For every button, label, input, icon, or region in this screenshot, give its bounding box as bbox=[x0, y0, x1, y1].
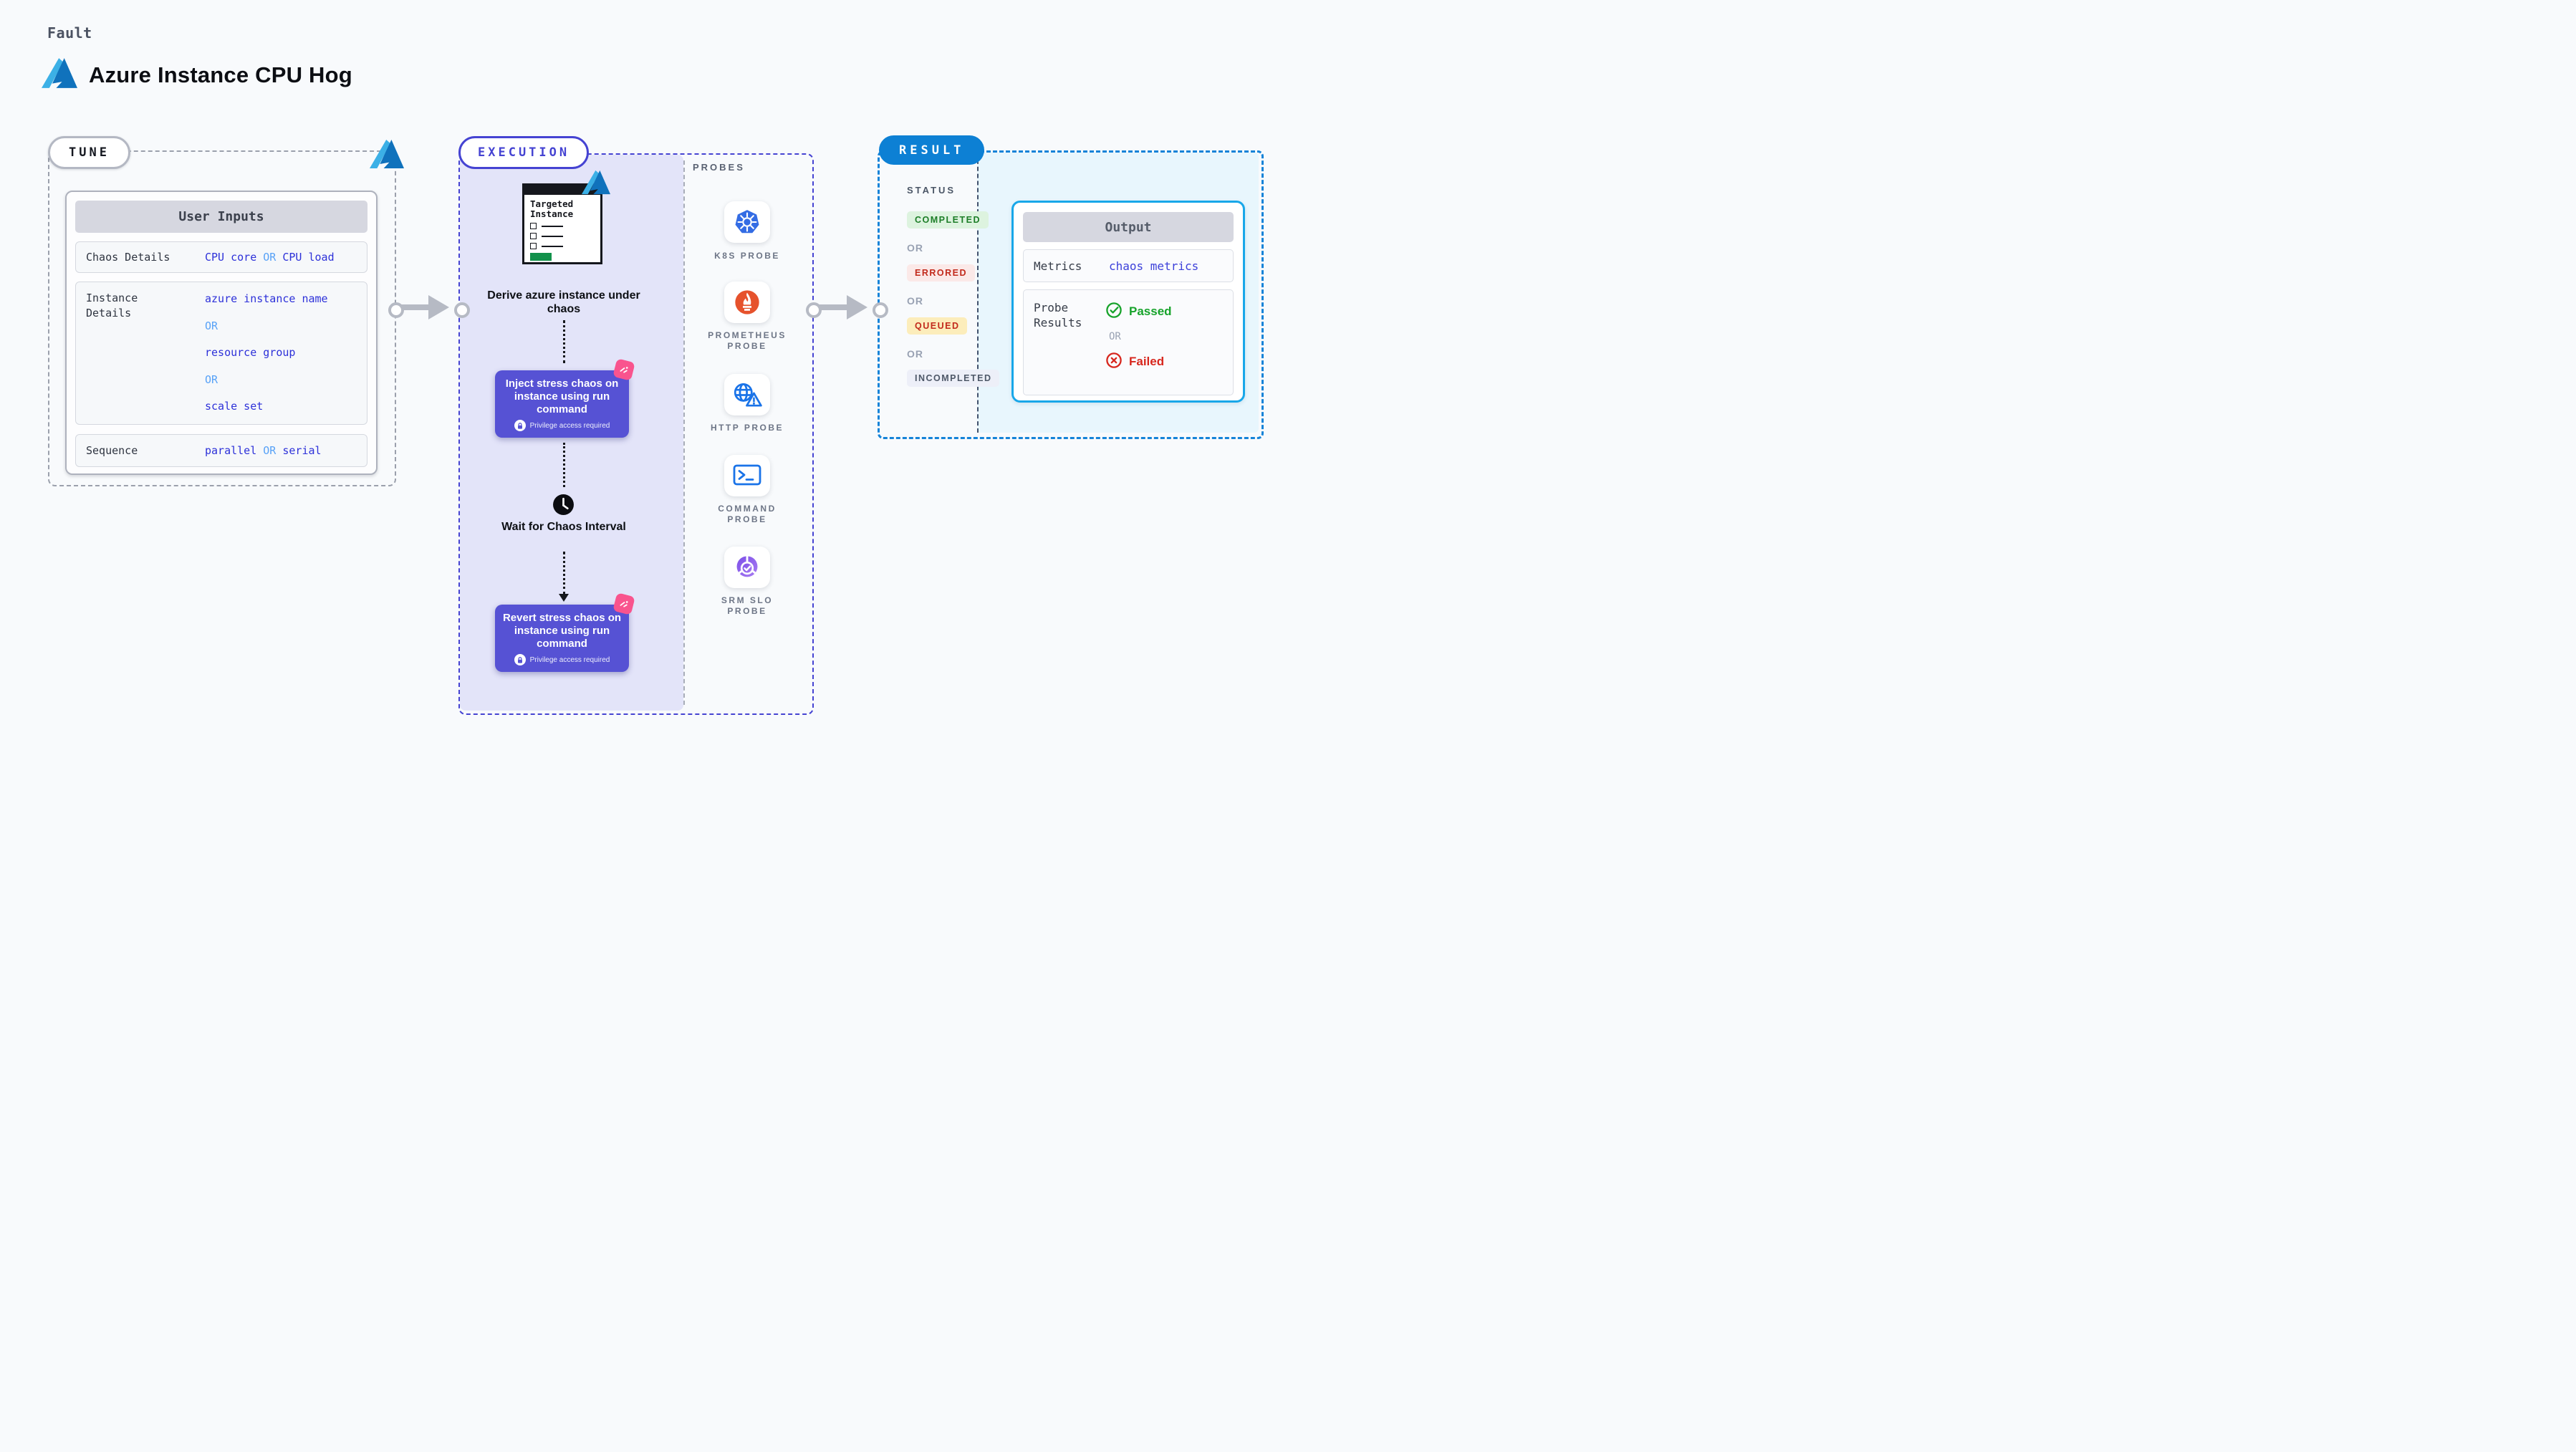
http-globe-warning-icon bbox=[724, 374, 770, 415]
inject-chaos-text: Inject stress chaos on instance using ru… bbox=[505, 378, 619, 415]
or-text: OR bbox=[907, 348, 923, 360]
targeted-instance-window: Targeted Instance bbox=[522, 183, 602, 264]
status-badge-errored: ERRORED bbox=[907, 264, 976, 282]
flow-dotted-line bbox=[563, 443, 565, 487]
checkbox-line bbox=[530, 243, 600, 249]
terminal-icon bbox=[724, 455, 770, 496]
instance-details-row: Instance Details azure instance name OR … bbox=[75, 282, 367, 425]
result-pill: RESULT bbox=[879, 135, 985, 165]
slo-donut-check-icon bbox=[724, 547, 770, 588]
tune-pill: TUNE bbox=[48, 136, 130, 169]
probe-label: SRM SLO PROBE bbox=[721, 595, 774, 616]
failed-result: Failed bbox=[1105, 352, 1172, 372]
status-badge-completed: COMPLETED bbox=[907, 211, 989, 229]
tune-section-box bbox=[48, 150, 396, 486]
clock-icon bbox=[552, 494, 575, 519]
metrics-value: chaos metrics bbox=[1109, 259, 1199, 273]
probe-results-row: Probe Results Passed OR bbox=[1023, 289, 1234, 395]
probe-label: PROMETHEUS PROBE bbox=[708, 330, 787, 351]
chaos-details-row: Chaos Details CPU core OR CPU load bbox=[75, 241, 367, 273]
status-badge-queued: QUEUED bbox=[907, 317, 968, 335]
status-badge-incompleted: INCOMPLETED bbox=[907, 370, 1000, 387]
fault-eyebrow: Fault bbox=[47, 24, 92, 42]
metrics-row: Metrics chaos metrics bbox=[1023, 249, 1234, 282]
flow-dotted-line bbox=[563, 552, 565, 595]
execution-pill: EXECUTION bbox=[458, 136, 590, 169]
azure-logo-icon bbox=[370, 139, 404, 173]
flow-arrowhead bbox=[559, 594, 569, 602]
window-titlebar bbox=[524, 186, 600, 195]
result-section-box bbox=[878, 150, 1264, 439]
page-title-text: Azure Instance CPU Hog bbox=[89, 62, 352, 87]
output-header: Output bbox=[1023, 212, 1234, 242]
wait-step-caption: Wait for Chaos Interval bbox=[501, 521, 626, 533]
or-text: OR bbox=[907, 295, 923, 307]
privilege-text: Privilege access required bbox=[529, 655, 610, 664]
prometheus-icon bbox=[724, 282, 770, 323]
targeted-instance-title: Targeted Instance bbox=[530, 198, 574, 219]
azure-logo-icon bbox=[582, 170, 610, 198]
probes-separator bbox=[683, 160, 685, 705]
fault-diagram: Fault Azure Instance CPU Hog TUNE User I… bbox=[0, 0, 1288, 726]
chaos-icon bbox=[612, 358, 635, 381]
privilege-text: Privilege access required bbox=[529, 421, 610, 430]
flow-dotted-line bbox=[563, 320, 565, 363]
kubernetes-icon bbox=[724, 201, 770, 243]
probe-label: COMMAND PROBE bbox=[718, 504, 777, 524]
output-card: Output Metrics chaos metrics Probe Resul… bbox=[1011, 201, 1245, 403]
chaos-details-value: CPU core OR CPU load bbox=[205, 251, 335, 264]
passed-result: Passed bbox=[1105, 302, 1172, 322]
sequence-label: Sequence bbox=[86, 444, 138, 457]
lock-icon bbox=[514, 654, 526, 665]
user-inputs-card: User Inputs Chaos Details CPU core OR CP… bbox=[65, 191, 378, 475]
check-circle-icon bbox=[1105, 302, 1123, 322]
sequence-row: Sequence parallel OR serial bbox=[75, 434, 367, 467]
x-circle-icon bbox=[1105, 352, 1123, 372]
page-title: Azure Instance CPU Hog bbox=[42, 57, 352, 92]
chaos-details-label: Chaos Details bbox=[86, 251, 170, 264]
lock-icon bbox=[514, 420, 526, 431]
revert-chaos-text: Revert stress chaos on instance using ru… bbox=[502, 612, 622, 650]
privilege-badge: Privilege access required bbox=[502, 654, 622, 665]
probe-label: HTTP PROBE bbox=[710, 423, 784, 433]
progress-bar bbox=[530, 253, 552, 261]
checkbox-line bbox=[530, 223, 600, 229]
probe-label: K8S PROBE bbox=[714, 251, 780, 261]
chaos-icon bbox=[612, 592, 635, 615]
or-text: OR bbox=[907, 242, 923, 254]
revert-chaos-card: Revert stress chaos on instance using ru… bbox=[495, 605, 629, 672]
probe-results-label: Probe Results bbox=[1034, 301, 1082, 330]
probes-label: PROBES bbox=[693, 162, 745, 173]
instance-details-values: azure instance name OR resource group OR… bbox=[205, 292, 328, 413]
metrics-label: Metrics bbox=[1034, 259, 1082, 273]
status-label: STATUS bbox=[907, 185, 956, 196]
instance-details-label: Instance Details bbox=[86, 292, 138, 319]
privilege-badge: Privilege access required bbox=[502, 420, 622, 431]
user-inputs-header: User Inputs bbox=[75, 201, 367, 233]
sequence-value: parallel OR serial bbox=[205, 444, 322, 457]
inject-chaos-card: Inject stress chaos on instance using ru… bbox=[495, 370, 629, 438]
execution-section-box bbox=[458, 153, 814, 715]
azure-logo-icon bbox=[42, 57, 77, 92]
checkbox-line bbox=[530, 233, 600, 239]
derive-step-caption: Derive azure instance under chaos bbox=[487, 289, 640, 315]
or-text: OR bbox=[1109, 331, 1121, 342]
